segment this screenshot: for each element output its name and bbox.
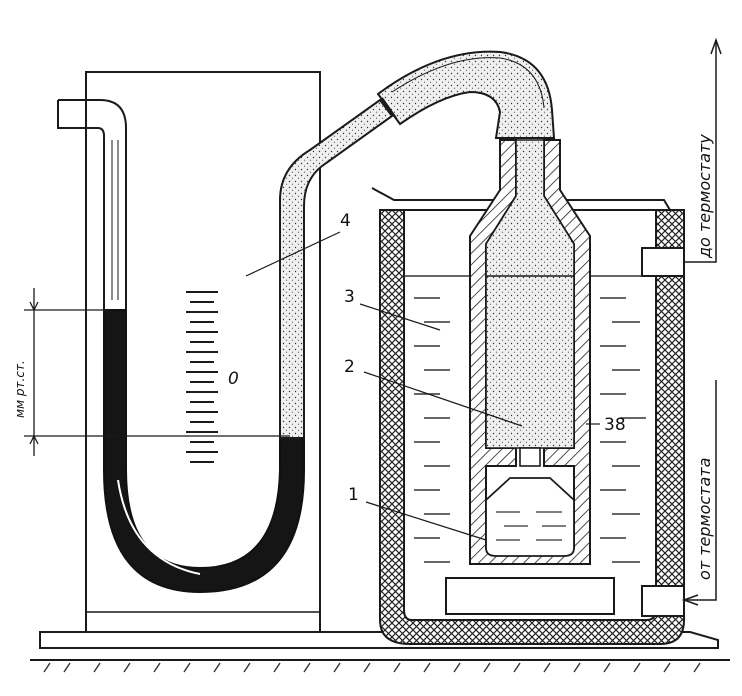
support-block: [445, 577, 615, 615]
from-thermostat-arrow: [681, 380, 717, 606]
connecting-hose: [376, 50, 556, 139]
scale-zero-label: 0: [228, 369, 239, 389]
liquid-bulb: [485, 477, 575, 557]
from-thermostat-label: от термостата: [695, 458, 714, 580]
thermostat-jacket: [371, 187, 685, 645]
pressure-scale: [186, 291, 218, 463]
u-tube-manometer: [57, 98, 394, 594]
part-label-2: 2: [344, 357, 355, 377]
level-difference-marker: [24, 288, 290, 456]
part-label-38: 38: [604, 415, 626, 435]
manometer-right-arm: [279, 98, 394, 439]
reaction-vessel: [469, 139, 591, 565]
sample-chamber: [485, 139, 575, 449]
to-thermostat-label: до термостату: [695, 134, 714, 259]
part-label-4: 4: [340, 211, 351, 231]
part-label-1: 1: [348, 485, 359, 505]
part-label-3: 3: [344, 287, 355, 307]
leader-lines: [245, 231, 600, 541]
thermostat-outlet-port: [641, 247, 685, 277]
pressure-unit-label: мм рт.ст.: [13, 360, 27, 418]
bath-liquid: [404, 275, 656, 563]
to-thermostat-arrow: [684, 37, 722, 263]
thermostat-inlet-port: [641, 585, 685, 617]
